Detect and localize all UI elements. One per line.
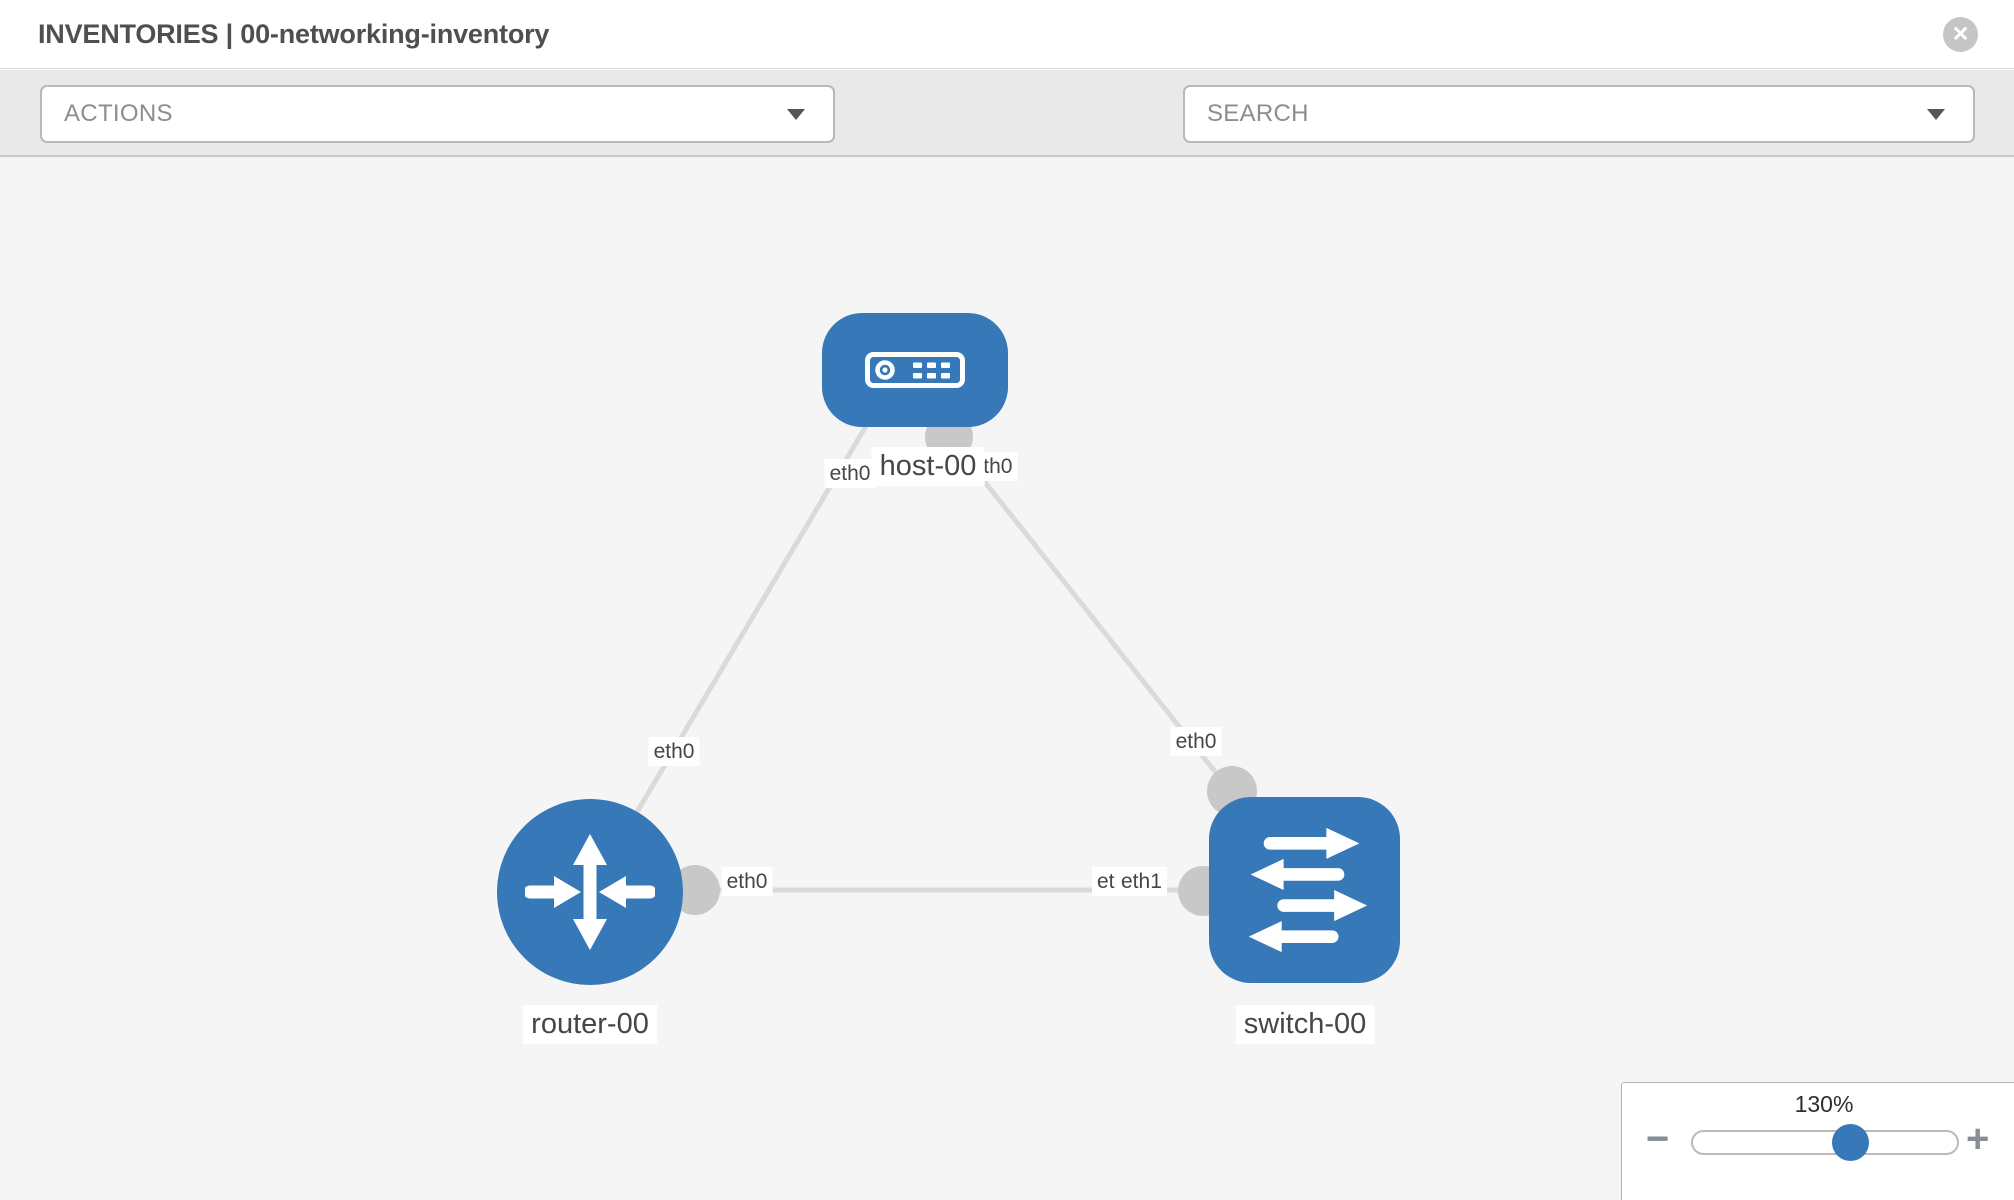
zoom-panel: 130% − + xyxy=(1621,1082,2014,1200)
interface-label: eth0 xyxy=(824,459,876,489)
zoom-in-button[interactable]: + xyxy=(1966,1117,1990,1161)
toolbar: ACTIONS SEARCH xyxy=(0,70,2014,210)
interface-connector[interactable] xyxy=(670,865,720,915)
node-label: host-00 xyxy=(871,447,985,486)
close-icon: ✕ xyxy=(1951,23,1970,46)
chevron-down-icon xyxy=(1927,109,1945,120)
zoom-out-button[interactable]: − xyxy=(1646,1117,1670,1161)
node-switch-00[interactable] xyxy=(1209,797,1400,983)
router-icon xyxy=(525,834,655,950)
chevron-down-icon xyxy=(787,109,805,120)
zoom-slider[interactable] xyxy=(1691,1124,1959,1161)
zoom-level-value: 130% xyxy=(1794,1091,1854,1117)
search-dropdown-label: SEARCH xyxy=(1207,100,1309,127)
node-host-00[interactable] xyxy=(822,313,1008,427)
actions-dropdown-label: ACTIONS xyxy=(64,100,173,127)
node-label: switch-00 xyxy=(1235,1005,1375,1044)
header: INVENTORIES | 00-networking-inventory ✕ xyxy=(0,0,2014,69)
interface-label: eth0 xyxy=(1170,727,1222,757)
topology-canvas[interactable]: eth0 eth0 eth0 eth0 eth0 eth0 eth1 host-… xyxy=(0,157,2014,1200)
page-title: INVENTORIES | 00-networking-inventory xyxy=(38,18,550,49)
search-dropdown[interactable]: SEARCH xyxy=(1183,85,1975,143)
actions-dropdown[interactable]: ACTIONS xyxy=(40,85,835,143)
close-button[interactable]: ✕ xyxy=(1943,17,1978,52)
switch-icon xyxy=(1248,827,1367,953)
interface-label: eth1 xyxy=(1116,867,1167,897)
interface-label: eth0 xyxy=(648,737,700,767)
links-layer xyxy=(634,413,1257,916)
node-label: router-00 xyxy=(523,1005,657,1044)
zoom-slider-thumb[interactable] xyxy=(1832,1124,1869,1161)
node-router-00[interactable] xyxy=(497,799,683,985)
interface-label: eth0 xyxy=(721,867,773,897)
host-icon xyxy=(865,352,965,388)
